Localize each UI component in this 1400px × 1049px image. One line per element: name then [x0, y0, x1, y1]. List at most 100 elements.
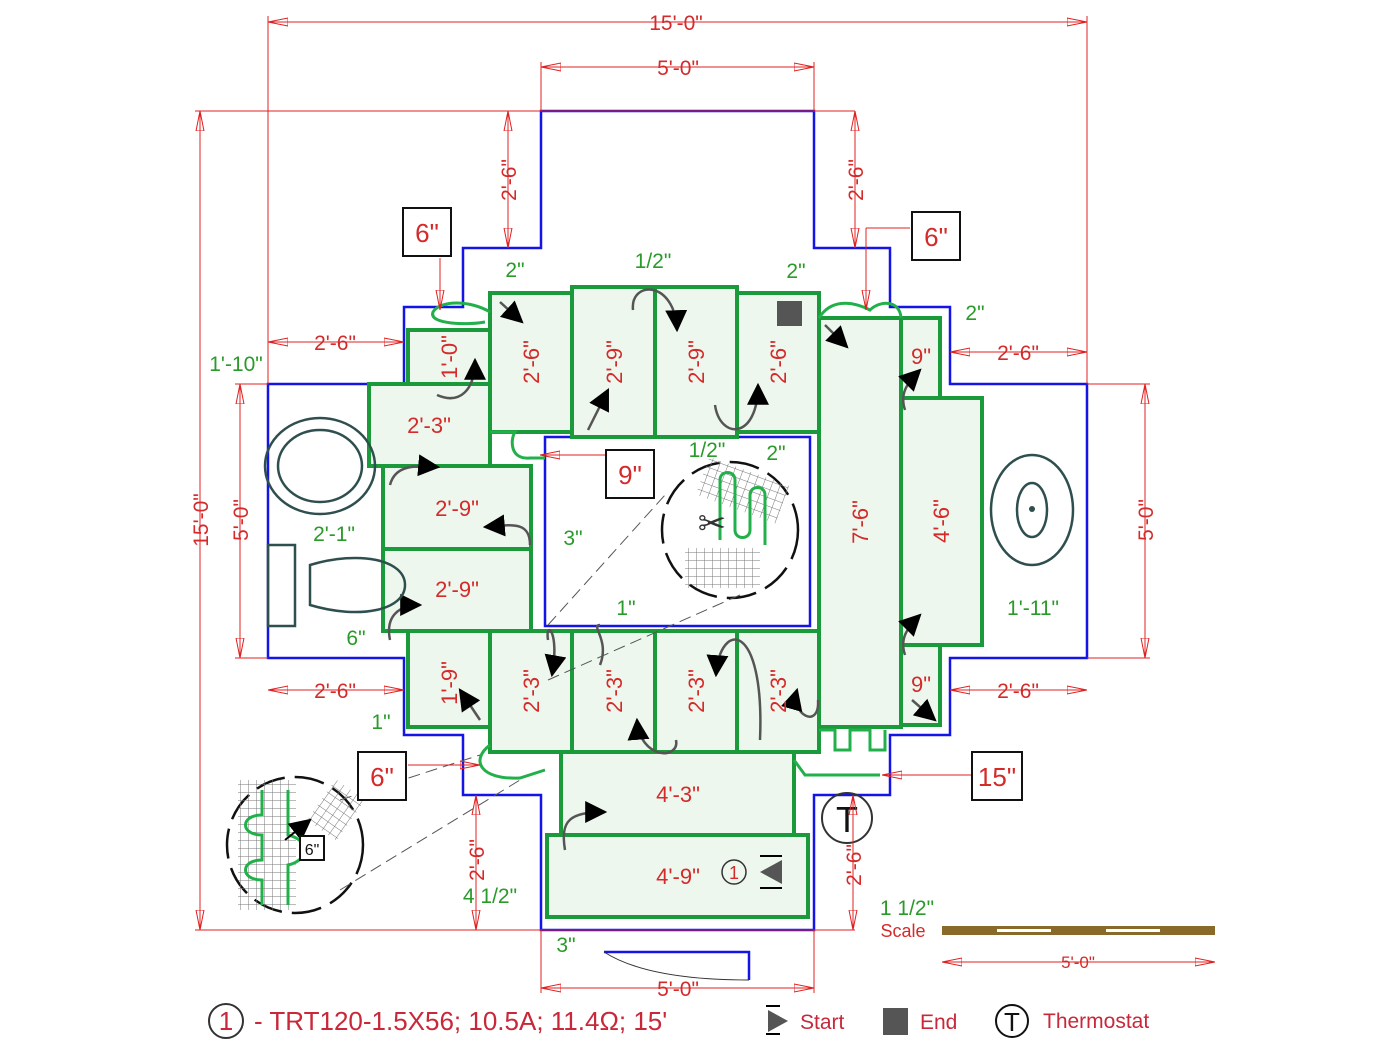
offset-box [357, 751, 407, 801]
offset-box [911, 211, 961, 261]
panel [381, 547, 533, 633]
panel-label: 4'-9" [656, 864, 700, 889]
dim-label: 2'-6" [997, 342, 1039, 365]
panel [817, 316, 903, 729]
panel-label: 2'-9" [684, 340, 709, 384]
dim-label: 15'-0" [190, 493, 213, 547]
dim-label: 5'-0" [657, 57, 699, 80]
panel-label: 2'-3" [684, 669, 709, 713]
panel-label: 1'-9" [437, 661, 462, 705]
flow-arrows [387, 288, 937, 851]
clearance-label: 1" [616, 597, 635, 620]
bathtub [263, 416, 377, 516]
dim-label: 2'-6" [498, 159, 521, 201]
dim-label: 2'-6" [314, 332, 356, 355]
panel-label: 7'-6" [848, 500, 873, 544]
cut-detail: ✂ [547, 456, 800, 681]
door [603, 950, 751, 981]
toilet [266, 543, 407, 628]
offset-box [402, 207, 452, 257]
panel-label: 2'-9" [435, 577, 479, 602]
dim-label: 2'-6" [997, 680, 1039, 703]
clearance-labels: 1'-10" 2" 1/2" 2" 2" 1/2" 2" 2'-1" 3" 1"… [209, 250, 1059, 957]
clearance-label: 3" [563, 527, 582, 550]
offset-label: 6" [924, 222, 948, 252]
panel-labels: 1'-0" 2'-3" 2'-6" 2'-9" 2'-9" 2'-6" 7'-6… [407, 335, 954, 889]
thermostat-letter: T [836, 799, 858, 840]
clearance-label: 1" [371, 711, 390, 734]
clearance-label: 2'-1" [313, 523, 355, 546]
panel-label: 2'-6" [519, 340, 544, 384]
dim-label: 2'-6" [314, 680, 356, 703]
spacing-detail: 6" [225, 754, 521, 915]
panel-label: 4'-6" [929, 499, 954, 543]
cable-connectors [431, 301, 903, 780]
thermostat-icon [995, 1004, 1029, 1038]
offset-box [605, 449, 655, 499]
panel [570, 285, 657, 439]
legend-mat-spec: - TRT120-1.5X56; 10.5A; 11.4Ω; 15' [254, 1006, 667, 1036]
heating-panels [367, 285, 984, 919]
clearance-label: 1'-11" [1007, 597, 1059, 620]
clearance-label: 2" [965, 302, 984, 325]
panel [570, 629, 657, 754]
offset-label: 6" [370, 762, 394, 792]
offset-label: 9" [618, 460, 642, 490]
legend-start: Start [800, 1011, 845, 1034]
clearance-label: 3" [556, 934, 575, 957]
detail-spacing-label: 6" [305, 842, 320, 859]
thermostat-icon-letter: T [1004, 1007, 1020, 1037]
panel-label: 4'-3" [656, 782, 700, 807]
panel-label: 2'-3" [519, 669, 544, 713]
clearance-label: 6" [346, 627, 365, 650]
scale-label: Scale [880, 921, 925, 941]
panel-label: 2'-3" [602, 669, 627, 713]
legend-mat-number: 1 [219, 1006, 233, 1036]
panel [381, 464, 533, 551]
panel-label: 2'-3" [407, 413, 451, 438]
scissors-icon: ✂ [698, 505, 727, 543]
panel-label: 2'-9" [602, 340, 627, 384]
thermostat-symbol: T [821, 792, 873, 844]
legend-end: End [920, 1011, 957, 1034]
panel-label: 2'-9" [435, 496, 479, 521]
panel-label: 2'-3" [766, 669, 791, 713]
clearance-label: 1/2" [635, 250, 672, 273]
dim-label: 5'-0" [230, 499, 253, 541]
legend-thermostat: Thermostat [1043, 1010, 1149, 1033]
clearance-label: 1 1/2" [880, 897, 934, 920]
offset-label: 15" [978, 762, 1016, 792]
mat-number-marker [721, 859, 747, 885]
dim-label: 2'-6" [845, 159, 868, 201]
panel [488, 629, 574, 754]
legend: 1 - TRT120-1.5X56; 10.5A; 11.4Ω; 15' Sta… [208, 1003, 1149, 1039]
panel-label: 2'-6" [766, 340, 791, 384]
dim-label: 2'-6" [843, 844, 866, 886]
cable-end-marker [777, 301, 802, 326]
panel [735, 629, 821, 754]
sink [989, 453, 1075, 567]
clearance-label: 1/2" [689, 439, 726, 462]
clearance-label: 1'-10" [209, 353, 263, 376]
panel [899, 396, 984, 647]
panel-label: 9" [911, 344, 931, 369]
dim-label: 15'-0" [649, 12, 703, 35]
dim-label: 5'-0" [657, 978, 699, 1001]
end-icon [883, 1008, 908, 1035]
start-icon [766, 1005, 788, 1035]
panel [653, 629, 739, 754]
scale-bar [942, 926, 1215, 935]
panel-label: 1'-0" [437, 335, 462, 379]
dimension-lines [195, 16, 1215, 993]
clearance-label: 2" [766, 442, 785, 465]
cable-start-marker [760, 855, 782, 889]
clearance-label: 2" [505, 259, 524, 282]
offset-box [971, 751, 1023, 801]
dim-label: 5'-0" [1135, 499, 1158, 541]
dimension-labels: 15'-0" 5'-0" 2'-6" 2'-6" 2'-6" 2'-6" 15'… [190, 12, 1158, 1001]
clearance-label: 2" [786, 260, 805, 283]
offset-label: 6" [415, 218, 439, 248]
scale-length-label: 5'-0" [1061, 953, 1095, 972]
mat-number: 1 [729, 863, 739, 883]
